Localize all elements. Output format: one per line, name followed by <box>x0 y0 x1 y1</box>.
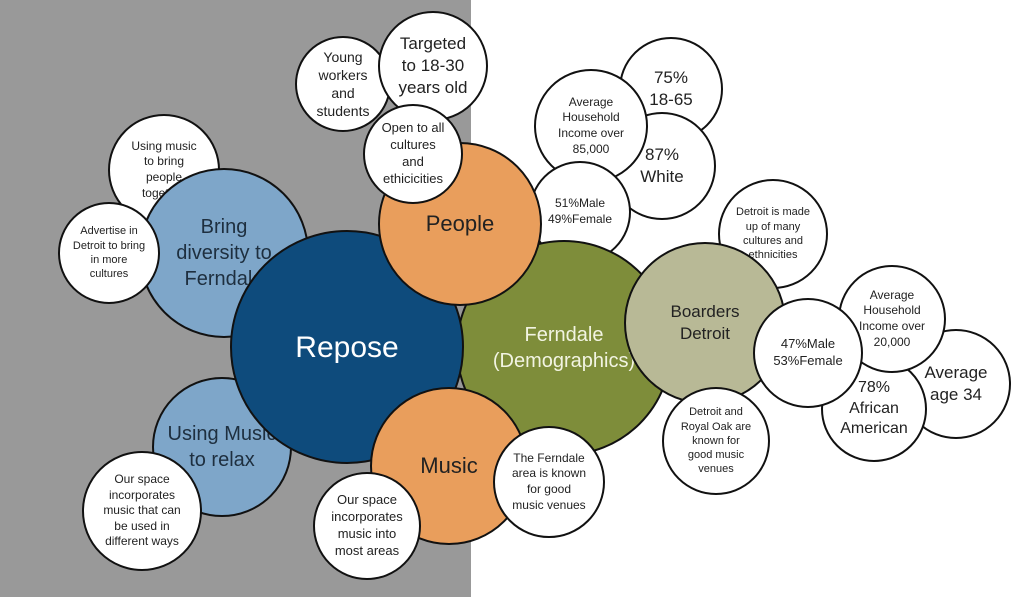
bubble-average-household-income-85000-label: Average Household Income over 85,000 <box>557 94 625 156</box>
bubble-47-male-53-female: 47%Male 53%Female <box>753 298 863 408</box>
bubble-open-to-all-cultures-label: Open to all cultures and ethicicities <box>381 120 445 186</box>
bubble-repose-label: Repose <box>295 330 399 364</box>
bubble-bring-diversity-label: Bring diversity to Ferndale <box>176 216 272 290</box>
bubble-ferndale-known-for-music-venues-label: The Ferndale area is known for good musi… <box>511 450 587 512</box>
bubble-ferndale-demographics-label: Ferndale (Demographics) <box>492 324 636 372</box>
bubble-87-percent-white-label: 87% White <box>640 144 684 186</box>
bubble-detroit-royal-oak-music-venues: Detroit and Royal Oak are known for good… <box>662 387 770 495</box>
bubble-our-space-music-most-areas-label: Our space incorporates music into most a… <box>331 492 403 558</box>
bubble-young-workers-students-label: Young workers and students <box>316 48 370 120</box>
bubble-boarders-detroit-label: Boarders Detroit <box>670 301 740 343</box>
bubble-young-workers-students: Young workers and students <box>295 36 391 132</box>
bubble-targeted-18-30: Targeted to 18-30 years old <box>378 11 488 121</box>
bubble-47-male-53-female-label: 47%Male 53%Female <box>773 336 843 368</box>
bubble-detroit-many-cultures-label: Detroit is made up of many cultures and … <box>736 206 810 262</box>
bubble-music-label: Music <box>420 452 478 478</box>
bubble-our-space-music-used-different-ways-label: Our space incorporates music that can be… <box>103 472 181 549</box>
bubble-people-label: People <box>425 210 495 236</box>
bubble-advertise-in-detroit: Advertise in Detroit to bring in more cu… <box>58 202 160 304</box>
bubble-51-male-49-female-label: 51%Male 49%Female <box>547 196 613 226</box>
bubble-using-music-to-bring-people-label: Using music to bring people together <box>131 138 197 200</box>
bubble-ferndale-known-for-music-venues: The Ferndale area is known for good musi… <box>493 426 605 538</box>
bubble-advertise-in-detroit-label: Advertise in Detroit to bring in more cu… <box>72 225 146 281</box>
bubble-using-music-to-relax-label: Using Music to relax <box>167 423 277 471</box>
bubble-78-percent-african-american-label: 78% African American <box>840 378 908 438</box>
bubble-average-household-income-20000-label: Average Household Income over 20,000 <box>858 287 926 349</box>
bubble-targeted-18-30-label: Targeted to 18-30 years old <box>398 33 468 98</box>
bubble-average-age-34-label: Average age 34 <box>924 362 988 404</box>
bubble-our-space-music-most-areas: Our space incorporates music into most a… <box>313 472 421 580</box>
bubble-75-percent-18-65-label: 75% 18-65 <box>649 67 693 109</box>
bubble-detroit-royal-oak-music-venues-label: Detroit and Royal Oak are known for good… <box>680 406 752 476</box>
bubble-our-space-music-used-different-ways: Our space incorporates music that can be… <box>82 451 202 571</box>
bubble-open-to-all-cultures: Open to all cultures and ethicicities <box>363 104 463 204</box>
